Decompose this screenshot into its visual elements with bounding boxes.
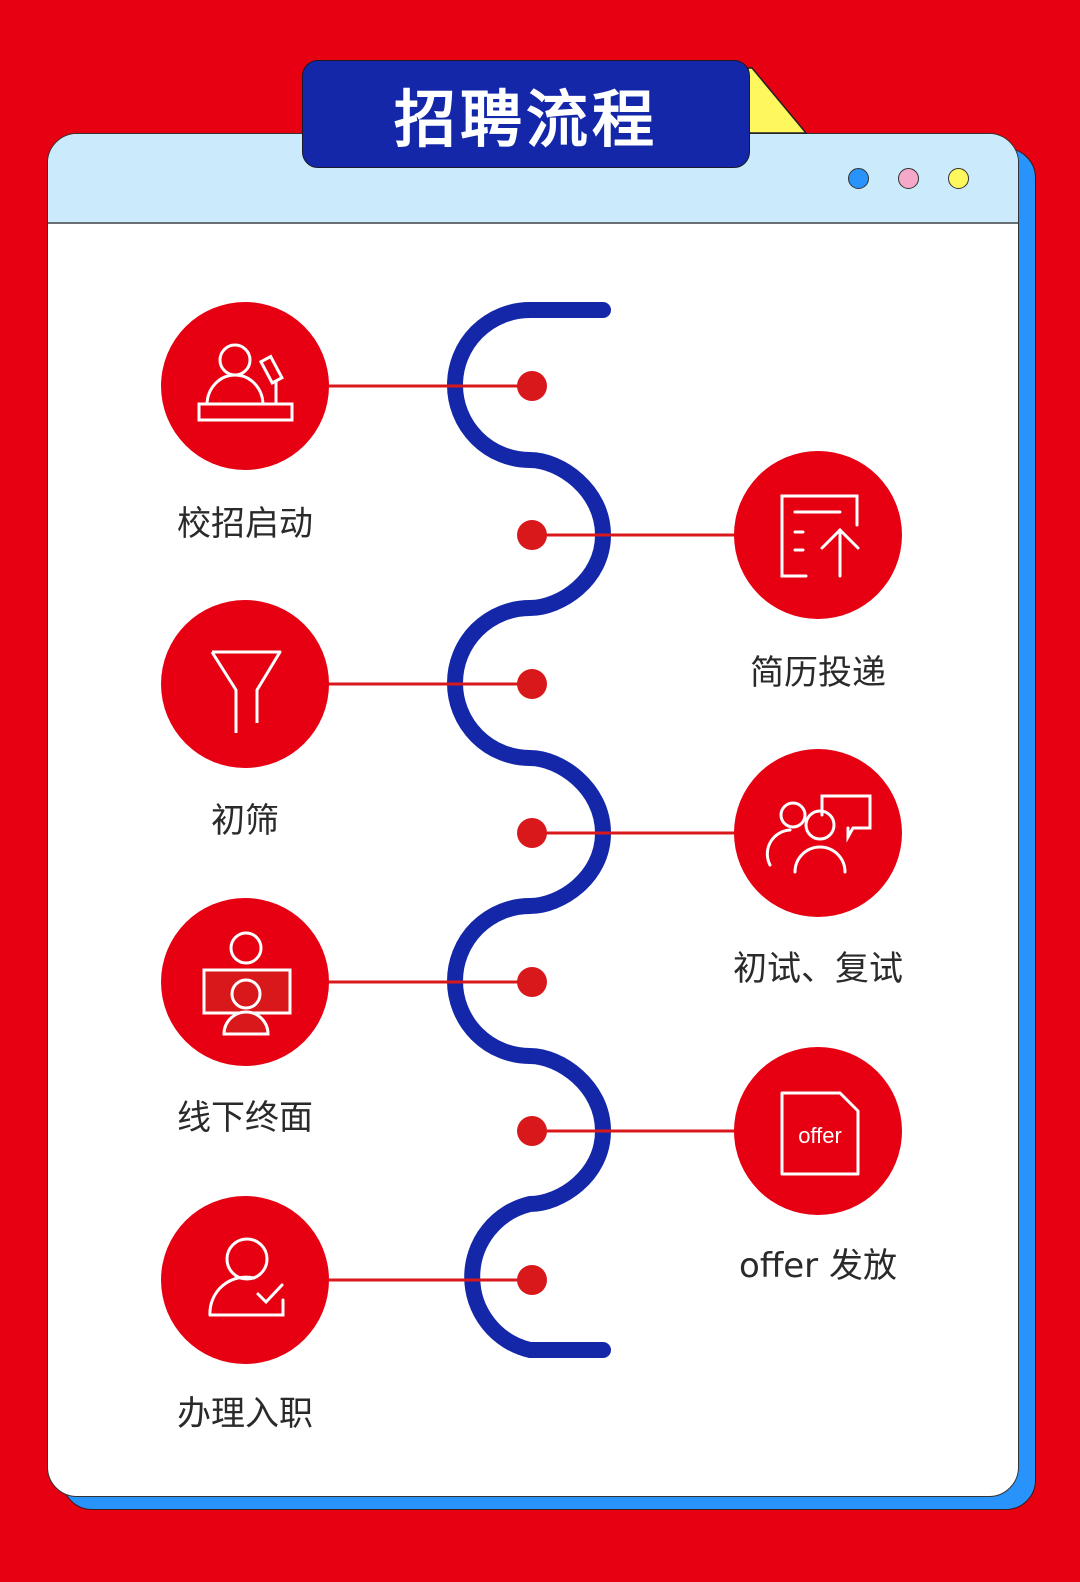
step-1 (161, 302, 547, 470)
offer-icon-text: offer (798, 1123, 842, 1148)
step-label-1: 校招启动 (177, 504, 313, 544)
step-6: offer (517, 1047, 902, 1215)
step-2 (517, 451, 902, 619)
step-3 (161, 600, 547, 768)
step-label-2: 简历投递 (750, 653, 886, 693)
step-label-3: 初筛 (211, 801, 279, 841)
filter-funnel-icon (210, 650, 282, 733)
group-chat-icon (765, 794, 872, 874)
step-label-5: 线下终面 (177, 1098, 313, 1138)
step-label-4: 初试、复试 (733, 949, 903, 989)
speaker-podium-icon (197, 343, 294, 422)
step-5 (161, 898, 547, 1066)
title-banner: 招聘流程 (302, 60, 750, 168)
step-4 (517, 749, 902, 917)
window-dot-blue (848, 168, 869, 189)
window-dot-pink (898, 168, 919, 189)
page-title: 招聘流程 (393, 83, 658, 156)
step-label-7: 办理入职 (177, 1394, 313, 1434)
face-to-face-interview-icon (202, 931, 292, 1036)
window-dot-yellow (948, 168, 969, 189)
step-label-6: offer 发放 (739, 1246, 897, 1286)
title-flap (747, 67, 808, 134)
serpentine-path (447, 302, 612, 1358)
resume-upload-icon (780, 494, 860, 578)
user-check-icon (208, 1237, 285, 1317)
offer-document-icon: offer (780, 1091, 860, 1176)
step-7 (161, 1196, 547, 1364)
